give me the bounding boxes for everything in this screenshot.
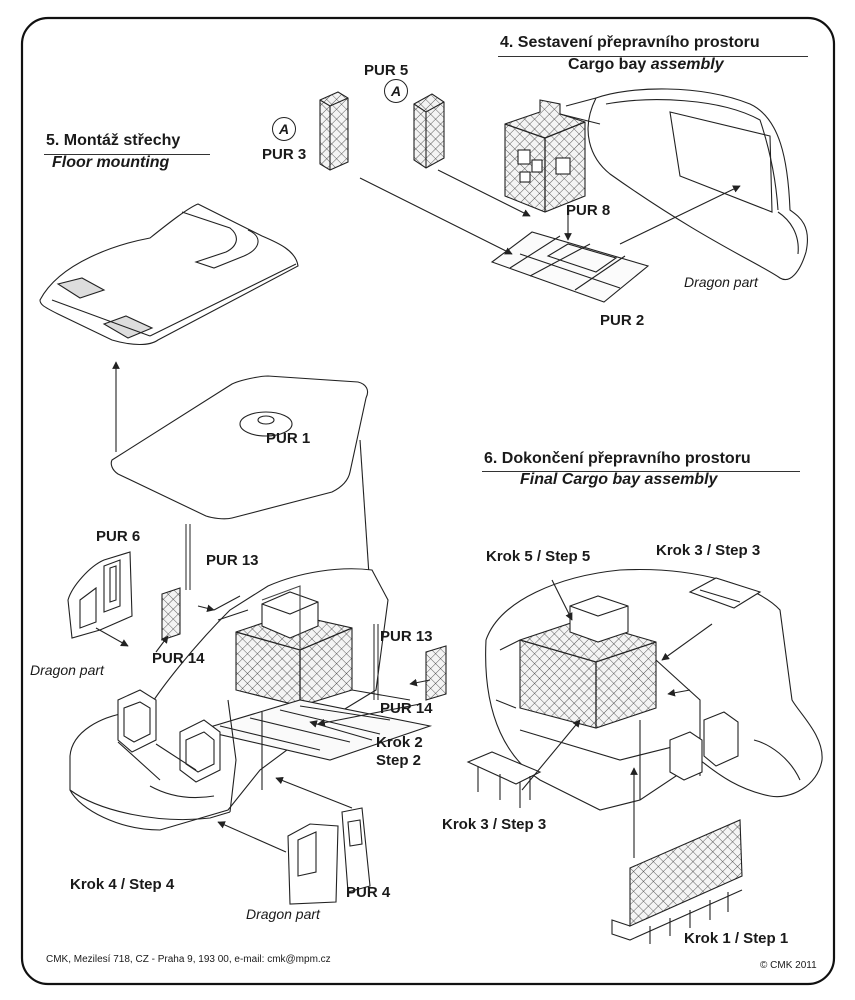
label-krok1: Krok 1 / Step 1 bbox=[684, 930, 789, 947]
section6-title-en: Final Cargo bay assembly bbox=[520, 471, 718, 488]
label-dragon-part: Dragon part bbox=[246, 906, 320, 922]
section4-rule bbox=[498, 56, 808, 57]
label-pur6: PUR 6 bbox=[96, 528, 141, 545]
label-krok3-top: Krok 3 / Step 3 bbox=[656, 542, 761, 559]
part-roof-dragon bbox=[39, 203, 299, 346]
part-pur3 bbox=[319, 91, 349, 171]
label-pur1: PUR 1 bbox=[266, 430, 311, 447]
label-pur13: PUR 13 bbox=[206, 552, 259, 569]
part-dragon-cargo-hull bbox=[559, 88, 808, 280]
part-pur13-rods bbox=[185, 524, 379, 700]
section4-title-cz: 4. Sestavení přepravního prostoru bbox=[500, 34, 760, 51]
part-final-fuselage bbox=[485, 568, 823, 811]
section5-title-en: Floor mounting bbox=[52, 154, 170, 171]
page-border bbox=[20, 16, 836, 986]
section5-rule bbox=[44, 154, 210, 155]
part-pur14-panels bbox=[161, 587, 447, 701]
footer-address: CMK, Mezilesí 718, CZ - Praha 9, 193 00,… bbox=[46, 954, 331, 965]
part-step3-bench-left bbox=[466, 751, 542, 808]
label-pur13: PUR 13 bbox=[380, 628, 433, 645]
label-krok4: Krok 4 / Step 4 bbox=[70, 876, 175, 893]
label-pur14: PUR 14 bbox=[152, 650, 205, 667]
section5-title-cz: 5. Montáž střechy bbox=[46, 132, 181, 149]
part-pur6 bbox=[67, 551, 133, 639]
part-pur4 bbox=[287, 807, 371, 905]
section4-title-en: Cargo bay assembly bbox=[568, 56, 724, 73]
part-pur8 bbox=[504, 99, 586, 213]
section6-rule bbox=[482, 471, 800, 472]
part-pur1 bbox=[110, 375, 369, 520]
part-main-fuselage bbox=[69, 568, 433, 831]
label-dragon-part: Dragon part bbox=[684, 274, 758, 290]
label-krok2: Krok 2 bbox=[376, 734, 423, 751]
label-pur8: PUR 8 bbox=[566, 202, 611, 219]
callout-a-icon: A bbox=[384, 79, 408, 103]
label-krok5: Krok 5 / Step 5 bbox=[486, 548, 591, 565]
callout-a-icon: A bbox=[272, 117, 296, 141]
footer-copyright: © CMK 2011 bbox=[760, 960, 817, 971]
label-pur2: PUR 2 bbox=[600, 312, 645, 329]
label-pur3: PUR 3 bbox=[262, 146, 307, 163]
label-step2: Step 2 bbox=[376, 752, 422, 769]
part-step3-bench-top bbox=[688, 577, 762, 609]
label-krok3-left: Krok 3 / Step 3 bbox=[442, 816, 547, 833]
part-pur2 bbox=[490, 231, 650, 303]
part-pur5 bbox=[413, 93, 445, 169]
label-dragon-part: Dragon part bbox=[30, 662, 104, 678]
label-pur4: PUR 4 bbox=[346, 884, 391, 901]
section6-title-cz: 6. Dokončení přepravního prostoru bbox=[484, 450, 751, 467]
part-step1-panel bbox=[611, 819, 743, 944]
label-pur14: PUR 14 bbox=[380, 700, 433, 717]
label-pur5: PUR 5 bbox=[364, 62, 409, 79]
